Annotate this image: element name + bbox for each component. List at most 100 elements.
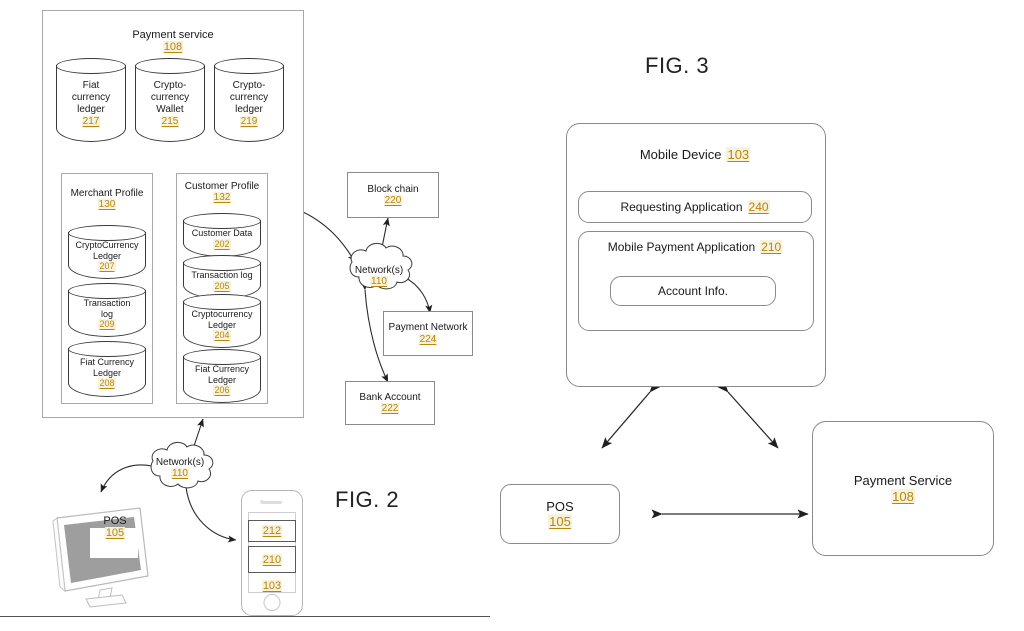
cyl-ref: 209	[98, 319, 116, 330]
cylinder-customer-fiat-currency-ledger: Fiat Currency Ledger 206	[183, 349, 261, 403]
cyl-line: Ledger	[207, 374, 237, 385]
cyl-ref: 217	[81, 115, 101, 128]
account-info-box[interactable]: Account Info.	[610, 276, 776, 306]
cylinder-cryptocurrency-ledger: Crypto- currency ledger 219	[214, 58, 284, 142]
cyl-line: Fiat Currency	[194, 363, 249, 374]
fig3-payment-service-box[interactable]: Payment Service 108	[812, 421, 994, 556]
cyl-line: ledger	[77, 103, 105, 115]
mobile-payment-application-title: Mobile Payment Application 210	[578, 236, 812, 258]
payment-network-ref: 224	[418, 333, 438, 345]
pos-monitor-illustration: POS 105	[48, 498, 166, 608]
phone-home-button-icon[interactable]	[263, 594, 281, 611]
mobile-phone-illustration: 212 210 103	[241, 490, 303, 616]
cyl-ref: 208	[98, 378, 116, 389]
fig3-payment-service-label: Payment Service	[853, 473, 953, 489]
cyl-ref: 205	[213, 280, 231, 292]
mobile-payment-application-ref: 210	[760, 239, 783, 254]
cyl-ref: 204	[213, 330, 231, 341]
cylinder-merchant-transaction-log: Transaction log 209	[68, 283, 146, 337]
fig3-pos-ref: 105	[548, 514, 572, 530]
payment-service-title: Payment service 108	[110, 24, 236, 58]
cyl-line: CryptoCurrency	[75, 239, 139, 250]
cyl-line: currency	[229, 92, 269, 104]
bank-account-ref: 222	[380, 403, 400, 415]
phone-app-212-ref: 212	[261, 525, 283, 537]
cylinder-fiat-currency-ledger: Fiat currency ledger 217	[56, 58, 126, 142]
cyl-line: Fiat Currency	[79, 356, 134, 367]
cylinder-customer-cryptocurrency-ledger: Cryptocurrency Ledger 204	[183, 294, 261, 348]
cylinder-customer-transaction-log: Transaction log 205	[183, 255, 261, 299]
cyl-ref: 215	[160, 115, 180, 128]
customer-profile-title: Customer Profile 132	[176, 177, 268, 207]
cyl-line: Ledger	[92, 367, 122, 378]
phone-app-box-212[interactable]: 212	[248, 520, 296, 542]
payment-service-title-text: Payment service	[132, 28, 214, 41]
sheet-bottom-rule	[0, 616, 490, 617]
network-upper-ref: 110	[370, 276, 388, 288]
cyl-ref: 206	[213, 385, 231, 396]
cyl-ref: 207	[98, 261, 116, 272]
requesting-application-box[interactable]: Requesting Application 240	[578, 191, 812, 223]
block-chain-label: Block chain	[367, 183, 419, 195]
mobile-payment-application-label: Mobile Payment Application	[607, 239, 756, 254]
merchant-profile-ref: 130	[97, 199, 117, 211]
cylinder-merchant-fiat-currency-ledger: Fiat Currency Ledger 208	[68, 341, 146, 397]
pos-screen-label: POS 105	[92, 512, 138, 542]
customer-profile-ref: 132	[212, 192, 232, 204]
cyl-line: Crypto-	[232, 80, 266, 92]
account-info-label: Account Info.	[657, 283, 729, 298]
cyl-line: Ledger	[207, 319, 237, 330]
fig3-caption: FIG. 3	[645, 53, 710, 78]
merchant-profile-title-text: Merchant Profile	[70, 187, 144, 199]
mobile-device-label: Mobile Device	[639, 147, 722, 163]
network-upper-label: Network(s)	[354, 264, 404, 276]
cyl-line: Cryptocurrency	[191, 308, 253, 319]
cyl-line: currency	[150, 92, 190, 104]
cyl-line: ledger	[235, 103, 263, 115]
payment-network-label: Payment Network	[388, 322, 468, 334]
cyl-line: Crypto-	[153, 80, 187, 92]
bank-account-box: Bank Account 222	[345, 381, 435, 425]
payment-service-ref: 108	[162, 41, 184, 54]
customer-profile-title-text: Customer Profile	[184, 180, 260, 192]
cyl-line: Customer Data	[191, 228, 253, 239]
cyl-line: currency	[71, 92, 111, 104]
pos-label: POS	[103, 514, 127, 527]
phone-device-ref: 103	[261, 580, 283, 592]
cyl-ref: 202	[213, 238, 231, 250]
cyl-ref: 219	[239, 115, 259, 128]
cyl-line: Transaction log	[191, 270, 253, 281]
network-lower-labels: Network(s) 110	[146, 452, 214, 484]
bank-account-label: Bank Account	[359, 391, 421, 403]
fig2-caption: FIG. 2	[335, 487, 400, 512]
fig3-pos-label: POS	[546, 498, 574, 514]
cyl-line: Transaction	[83, 297, 131, 308]
fig3-payment-service-ref: 108	[891, 488, 915, 504]
requesting-application-label: Requesting Application	[620, 199, 743, 214]
block-chain-ref: 220	[383, 195, 403, 207]
cylinder-customer-data: Customer Data 202	[183, 213, 261, 257]
network-lower-label: Network(s)	[155, 456, 205, 468]
requesting-application-ref: 240	[747, 199, 770, 214]
cylinder-cryptocurrency-wallet: Crypto- currency Wallet 215	[135, 58, 205, 142]
pos-ref: 105	[104, 527, 126, 540]
fig3-pos-box[interactable]: POS 105	[500, 484, 620, 544]
phone-speaker-icon	[262, 501, 282, 504]
block-chain-box: Block chain 220	[347, 172, 439, 218]
cyl-line: Ledger	[92, 250, 122, 261]
mobile-device-ref: 103	[726, 147, 751, 163]
phone-screen: 212 210 103	[248, 512, 296, 593]
payment-network-box: Payment Network 224	[383, 311, 473, 356]
network-upper-labels: Network(s) 110	[345, 260, 413, 292]
cyl-line: Wallet	[156, 103, 184, 115]
mobile-device-title: Mobile Device 103	[566, 144, 824, 166]
merchant-profile-title: Merchant Profile 130	[61, 184, 153, 214]
pos-monitor-icon	[52, 507, 149, 608]
cyl-line: Fiat	[82, 80, 100, 92]
cyl-line: log	[100, 308, 113, 319]
cylinder-merchant-cryptocurrency-ledger: CryptoCurrency Ledger 207	[68, 225, 146, 279]
phone-app-box-210[interactable]: 210	[248, 546, 296, 573]
